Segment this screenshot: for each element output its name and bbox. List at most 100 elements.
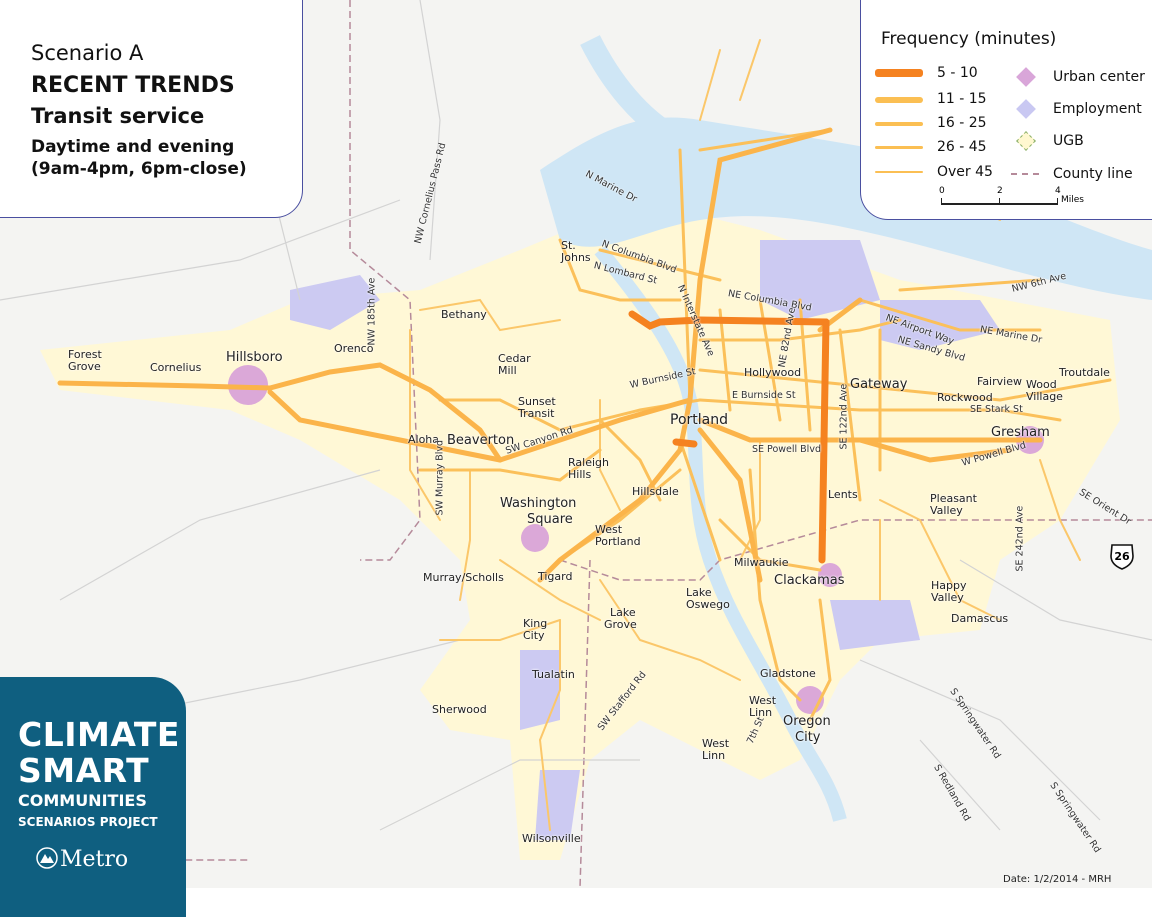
- legend-label-over-45: Over 45: [937, 164, 993, 180]
- legend-line-over-45: [875, 171, 923, 173]
- place-label: St.: [561, 239, 576, 252]
- place-label: Forest: [68, 348, 102, 361]
- legend-label-16-25: 16 - 25: [937, 115, 987, 131]
- place-fairview: Fairview: [977, 375, 1022, 388]
- place-raleigh-hills: Raleigh Hills: [568, 457, 609, 481]
- place-happy-valley: Happy Valley: [931, 580, 967, 604]
- brand-block: CLIMATE SMART COMMUNITIES SCENARIOS PROJ…: [0, 677, 186, 917]
- service-title: Transit service: [31, 104, 205, 128]
- legend-line-16-25: [875, 122, 923, 126]
- legend-line-11-15: [875, 97, 923, 103]
- legend-label-ugb: UGB: [1053, 133, 1084, 149]
- road-nw185: NW 185th Ave: [366, 277, 378, 346]
- place-portland: Portland: [670, 412, 728, 428]
- place-west-portland: West Portland: [595, 524, 641, 548]
- road-stark: SE Stark St: [970, 404, 1023, 415]
- place-orenco: Orenco: [334, 342, 374, 355]
- place-beaverton: Beaverton: [447, 433, 515, 448]
- place-label: Transit: [518, 407, 555, 420]
- place-gateway: Gateway: [850, 377, 908, 392]
- place-label: King: [523, 617, 548, 630]
- scale-label-2: 2: [997, 186, 1003, 196]
- place-gresham: Gresham: [991, 425, 1050, 440]
- place-bethany: Bethany: [441, 308, 487, 321]
- brand-line-1: CLIMATE: [18, 715, 180, 754]
- place-label: Valley: [930, 504, 963, 517]
- place-tigard: Tigard: [538, 570, 573, 583]
- legend-label-county-line: County line: [1053, 166, 1133, 182]
- place-west-linn-b: West Linn: [702, 738, 729, 762]
- place-label: West: [702, 737, 730, 750]
- metro-wordmark: Metro: [60, 847, 129, 872]
- legend-label-urban-center: Urban center: [1053, 69, 1145, 85]
- title-panel: Scenario A RECENT TRENDS Transit service…: [0, 0, 303, 218]
- place-wilsonville: Wilsonville: [522, 832, 581, 845]
- place-label: Valley: [931, 591, 964, 604]
- scale-label-0: 0: [939, 186, 945, 196]
- place-murray-scholls: Murray/Scholls: [423, 571, 504, 584]
- place-hillsdale: Hillsdale: [632, 485, 679, 498]
- place-label: City: [795, 730, 821, 745]
- columbia-river: [540, 117, 1152, 300]
- legend-label-employment: Employment: [1053, 101, 1142, 117]
- ugb-area: [40, 200, 1120, 860]
- place-label: Happy: [931, 579, 967, 592]
- place-oregon-city: Oregon City: [783, 714, 831, 746]
- legend-line-26-45: [875, 146, 923, 149]
- date-stamp: Date: 1/2/2014 - MRH: [1003, 874, 1112, 885]
- place-label: Portland: [595, 535, 641, 548]
- place-label: Mill: [498, 364, 517, 377]
- place-label: Johns: [561, 251, 591, 264]
- scale-bar-tick: [1057, 198, 1058, 205]
- place-label: Linn: [749, 706, 773, 719]
- place-damascus: Damascus: [951, 612, 1009, 625]
- place-label: Washington: [500, 496, 577, 511]
- road-burnside-e: E Burnside St: [732, 390, 796, 401]
- scale-bar-tick: [941, 198, 942, 205]
- scale-bar: 0 2 4 Miles: [939, 186, 1084, 212]
- place-wood-village: Wood Village: [1026, 379, 1063, 403]
- place-hillsboro: Hillsboro: [226, 350, 283, 365]
- shield-number: 26: [1114, 550, 1130, 563]
- place-label: Grove: [604, 618, 637, 631]
- place-label: Raleigh: [568, 456, 609, 469]
- urban-center-icon: [1016, 67, 1036, 87]
- place-forest-grove: Forest Grove: [68, 349, 102, 373]
- period-line-1: Daytime and evening: [31, 137, 235, 157]
- us-26-shield-icon: 26: [1110, 544, 1134, 570]
- county-line-icon: [1011, 173, 1039, 175]
- road-se242: SE 242nd Ave: [1014, 505, 1026, 572]
- place-lake-grove: Lake Grove: [604, 607, 637, 631]
- place-lents: Lents: [828, 488, 858, 501]
- place-label: West: [595, 523, 623, 536]
- place-hollywood: Hollywood: [744, 366, 802, 379]
- place-label: Linn: [702, 749, 726, 762]
- road-murray: SW Murray Blvd: [434, 439, 446, 516]
- legend-panel: Frequency (minutes) 5 - 10 11 - 15 16 - …: [860, 0, 1152, 220]
- scale-label-4: 4: [1055, 186, 1061, 196]
- place-label: City: [523, 629, 545, 642]
- scale-bar-tick: [999, 198, 1000, 205]
- place-lake-oswego: Lake Oswego: [686, 587, 730, 611]
- transit-mid: [418, 128, 1112, 722]
- place-troutdale: Troutdale: [1059, 366, 1110, 379]
- transit-thin: [409, 39, 1081, 831]
- place-pleasant-valley: Pleasant Valley: [930, 493, 977, 517]
- place-label: Sunset: [518, 395, 556, 408]
- legend-heading: Frequency (minutes): [881, 29, 1057, 49]
- place-label: Grove: [68, 360, 101, 373]
- place-label: Cedar: [498, 352, 531, 365]
- ugb-icon: [1016, 131, 1036, 151]
- legend-label-11-15: 11 - 15: [937, 91, 987, 107]
- period-line-2: (9am-4pm, 6pm-close): [31, 159, 247, 179]
- road-se122: SE 122nd Ave: [838, 383, 850, 450]
- place-sherwood: Sherwood: [432, 703, 487, 716]
- place-washington-square: Washington Square: [500, 496, 576, 528]
- place-label: Village: [1026, 390, 1063, 403]
- sauvie-river: [580, 35, 686, 150]
- place-milwaukie: Milwaukie: [734, 556, 789, 569]
- brand-line-4: SCENARIOS PROJECT: [18, 815, 158, 829]
- place-cornelius: Cornelius: [150, 361, 202, 374]
- legend-label-26-45: 26 - 45: [937, 139, 987, 155]
- metro-logo-icon: [36, 847, 58, 869]
